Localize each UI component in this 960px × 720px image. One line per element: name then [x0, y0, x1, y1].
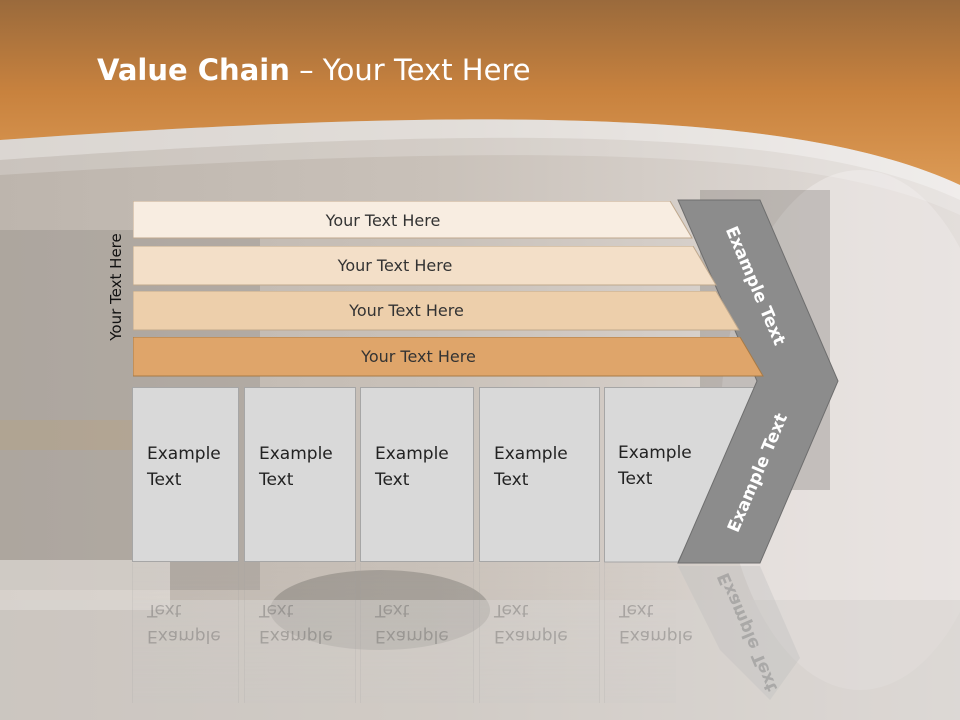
primary-box-3-line2: Text	[375, 470, 410, 490]
reflection-box-5: Example Text	[604, 563, 693, 703]
support-bar-1-label: Your Text Here	[325, 210, 441, 230]
support-bar-3[interactable]: Your Text Here	[133, 291, 740, 331]
reflection-box-2-line2: Text	[259, 600, 294, 620]
primary-box-1[interactable]: Example Text	[132, 387, 239, 562]
slide-title: Value Chain – Your Text Here	[97, 53, 531, 87]
primary-box-4-line1: Example	[494, 444, 568, 464]
vertical-axis-label: Your Text Here	[107, 233, 125, 341]
primary-box-1-line1: Example	[147, 444, 221, 464]
support-bar-4[interactable]: Your Text Here	[133, 337, 764, 377]
slide-title-rest: – Your Text Here	[289, 53, 531, 87]
primary-box-5[interactable]: Example Text	[604, 387, 762, 563]
reflection-box-1-line2: Text	[147, 600, 182, 620]
primary-box-2[interactable]: Example Text	[244, 387, 356, 562]
primary-box-4-line2: Text	[494, 470, 529, 490]
primary-box-3-line1: Example	[375, 444, 449, 464]
reflection-box-1: Example Text	[132, 563, 239, 703]
support-bar-3-label: Your Text Here	[349, 300, 464, 320]
support-bar-2[interactable]: Your Text Here	[133, 246, 717, 286]
reflection-box-4-line1: Example	[494, 626, 568, 646]
reflection-box-1-line1: Example	[147, 626, 221, 646]
reflection-box-2-line1: Example	[259, 626, 333, 646]
support-bar-4-label: Your Text Here	[361, 346, 476, 366]
primary-box-2-line1: Example	[259, 444, 333, 464]
primary-box-3[interactable]: Example Text	[360, 387, 474, 562]
primary-box-5-line2: Text	[618, 469, 653, 489]
reflection-box-3-line2: Text	[375, 600, 410, 620]
reflection-box-4: Example Text	[479, 563, 600, 703]
primary-box-5-line1: Example	[618, 443, 692, 463]
reflection-box-4-line2: Text	[494, 600, 529, 620]
support-bar-2-label: Your Text Here	[337, 255, 453, 275]
primary-box-2-line2: Text	[259, 470, 294, 490]
reflection-box-2: Example Text	[244, 563, 356, 703]
reflection-box-5-line2: Text	[619, 600, 654, 620]
reflection-box-5-line1: Example	[619, 626, 693, 646]
primary-box-1-line2: Text	[147, 470, 182, 490]
reflection-box-3-line1: Example	[375, 626, 449, 646]
primary-box-4[interactable]: Example Text	[479, 387, 600, 562]
support-bar-1[interactable]: Your Text Here	[133, 201, 693, 239]
slide-title-bold: Value Chain	[97, 53, 290, 87]
reflection-box-3: Example Text	[360, 563, 474, 703]
